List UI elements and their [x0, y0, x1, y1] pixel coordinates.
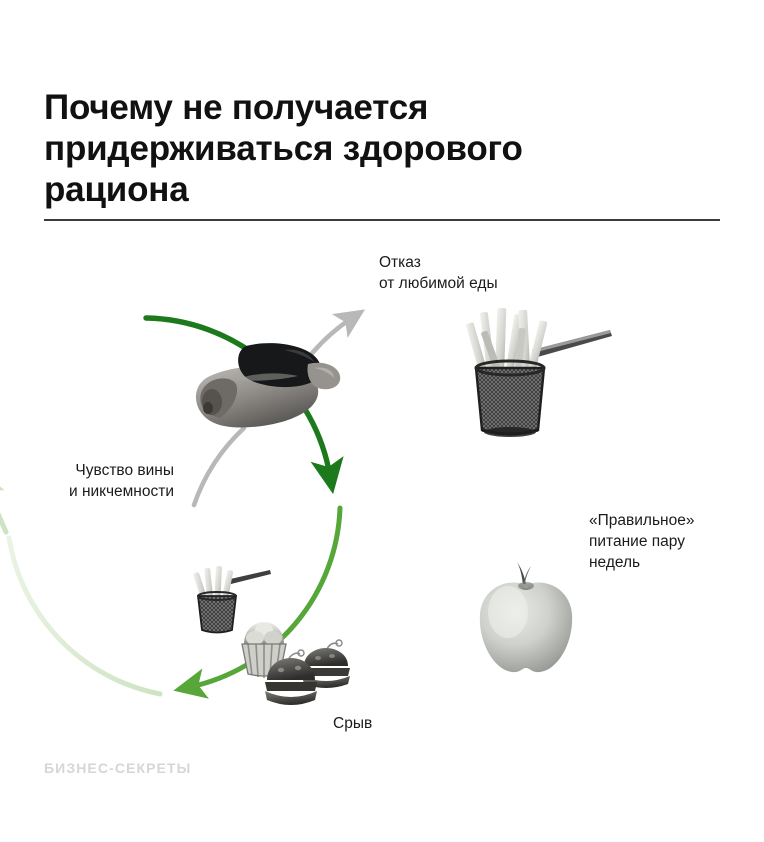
junk-food-photo: [193, 565, 350, 705]
label-healthy-eating: «Правильное» питание пару недель: [589, 512, 695, 571]
arrow-breakdown-to-guilt: [0, 466, 9, 535]
fries-basket-photo: [466, 307, 612, 437]
arc-breakdown-to-guilt: [6, 535, 163, 697]
arrow-healthy-to-breakdown: [173, 505, 343, 699]
cycle-diagram-svg: [0, 307, 612, 705]
label-refusal: Отказ от любимой еды: [379, 254, 498, 292]
apple-photo: [479, 562, 573, 673]
header-divider: [44, 219, 720, 221]
arc-guilt-rise: [191, 425, 247, 508]
cycle-diagram: [0, 232, 764, 732]
title-line-3: рациона: [44, 170, 189, 210]
title-line-1: Почему не получается: [44, 88, 429, 128]
page-title: Почему не получается придерживаться здор…: [44, 87, 684, 210]
label-guilt: Чувство вины и никчемности: [68, 462, 174, 500]
curled-person-photo: [195, 343, 341, 428]
title-line-2: придерживаться здорового: [44, 129, 523, 169]
label-breakdown: Срыв: [333, 715, 373, 732]
brand-watermark: БИЗНЕС-СЕКРЕТЫ: [44, 760, 192, 776]
